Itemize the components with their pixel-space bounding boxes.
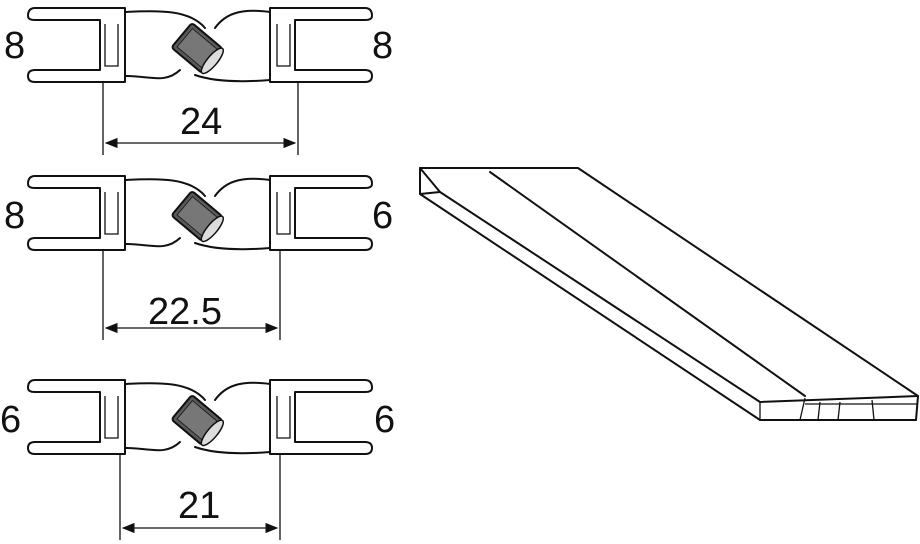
left-size-label: 6: [0, 399, 21, 441]
profile-8-6: 8 6 22.5: [4, 175, 393, 340]
profile-6-6: 6 6 21: [0, 379, 395, 540]
perspective-seal-strip: [419, 167, 919, 421]
dimension-label: 22.5: [148, 291, 222, 333]
right-size-label: 6: [374, 399, 395, 441]
left-size-label: 8: [4, 25, 25, 67]
right-size-label: 8: [372, 25, 393, 67]
dimension-label: 21: [178, 485, 220, 527]
dimension-label: 24: [180, 101, 222, 143]
left-size-label: 8: [4, 195, 25, 237]
profile-8-8: 8 8 24: [4, 7, 393, 155]
right-size-label: 6: [372, 195, 393, 237]
